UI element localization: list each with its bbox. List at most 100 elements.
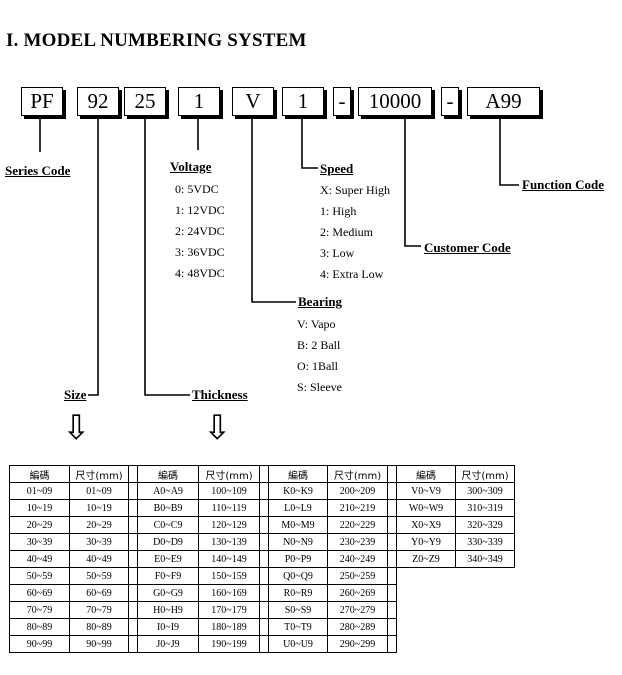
label-bearing: Bearing: [298, 294, 343, 309]
size-cell: 240~249: [327, 550, 388, 568]
table-gap: [259, 618, 269, 636]
table-gap: [128, 584, 138, 602]
empty-cell: [456, 585, 515, 602]
size-cell: 170~179: [198, 601, 260, 619]
table-gap: [387, 567, 397, 585]
size-cell: 50~59: [69, 567, 129, 585]
connector-lines: [39, 118, 519, 396]
size-cell: 60~69: [69, 584, 129, 602]
header-size-mm: 尺寸(mm): [327, 465, 388, 483]
table-gap: [259, 533, 269, 551]
size-cell: 220~229: [327, 516, 388, 534]
empty-cell: [456, 636, 515, 653]
bearing-options: V: Vapo B: 2 Ball O: 1Ball S: Sleeve: [297, 314, 342, 398]
empty-cell: [397, 602, 456, 619]
bearing-option: S: Sleeve: [297, 380, 342, 394]
code-cell: 10~19: [9, 499, 70, 517]
code-cell: D0~D9: [137, 533, 199, 551]
table-gap: [128, 635, 138, 653]
table-gap: [128, 601, 138, 619]
table-gap: [128, 533, 138, 551]
empty-cell: [456, 602, 515, 619]
speed-options: X: Super High 1: High 2: Medium 3: Low 4…: [320, 180, 390, 285]
header-code: 編碼: [268, 465, 328, 483]
code-cell: 50~59: [9, 567, 70, 585]
table-gap: [128, 465, 138, 483]
empty-cell: [397, 619, 456, 636]
empty-cell: [456, 619, 515, 636]
table-gap: [128, 482, 138, 500]
code-box-function: A99: [467, 87, 540, 116]
table-gap: [259, 601, 269, 619]
code-cell: K0~K9: [268, 482, 328, 500]
code-cell: U0~U9: [268, 635, 328, 653]
voltage-option: 2: 24VDC: [175, 224, 225, 238]
empty-cell: [456, 568, 515, 585]
code-cell: 90~99: [9, 635, 70, 653]
code-cell: B0~B9: [137, 499, 199, 517]
code-cell: G0~G9: [137, 584, 199, 602]
voltage-option: 3: 36VDC: [175, 245, 225, 259]
table-gap: [128, 618, 138, 636]
bearing-option: B: 2 Ball: [297, 338, 341, 352]
size-cell: 320~329: [455, 516, 515, 534]
speed-option: X: Super High: [320, 183, 390, 197]
code-box-dash-2: -: [441, 87, 459, 116]
table-gap: [259, 584, 269, 602]
table-gap: [387, 635, 397, 653]
size-cell: 130~139: [198, 533, 260, 551]
code-cell: 70~79: [9, 601, 70, 619]
table-gap: [128, 550, 138, 568]
header-code: 編碼: [9, 465, 70, 483]
size-cell: 300~309: [455, 482, 515, 500]
speed-option: 3: Low: [320, 246, 355, 260]
size-code-table: 編碼 尺寸(mm) 編碼 尺寸(mm) 編碼 尺寸(mm) 編碼 尺寸(mm) …: [9, 465, 515, 653]
size-cell: 140~149: [198, 550, 260, 568]
size-cell: 120~129: [198, 516, 260, 534]
code-cell: 30~39: [9, 533, 70, 551]
table-gap: [387, 584, 397, 602]
speed-option: 2: Medium: [320, 225, 373, 239]
header-size-mm: 尺寸(mm): [455, 465, 515, 483]
code-cell: Q0~Q9: [268, 567, 328, 585]
code-cell: H0~H9: [137, 601, 199, 619]
table-gap: [387, 516, 397, 534]
table-header-row: 編碼 尺寸(mm) 編碼 尺寸(mm) 編碼 尺寸(mm) 編碼 尺寸(mm): [9, 465, 515, 483]
code-box-size: 92: [77, 87, 119, 116]
table-gap: [387, 533, 397, 551]
table-gap: [387, 618, 397, 636]
size-cell: 100~109: [198, 482, 260, 500]
size-cell: 340~349: [455, 550, 515, 568]
code-box-dash-1: -: [333, 87, 351, 116]
code-cell: 40~49: [9, 550, 70, 568]
code-cell: 01~09: [9, 482, 70, 500]
speed-option: 1: High: [320, 204, 357, 218]
size-cell: 330~339: [455, 533, 515, 551]
size-cell: 70~79: [69, 601, 129, 619]
code-cell: Y0~Y9: [396, 533, 456, 551]
header-size-mm: 尺寸(mm): [198, 465, 260, 483]
table-gap: [128, 499, 138, 517]
table-gap: [259, 482, 269, 500]
table-gap: [387, 550, 397, 568]
size-cell: 150~159: [198, 567, 260, 585]
code-cell: 80~89: [9, 618, 70, 636]
bearing-option: O: 1Ball: [297, 359, 338, 373]
voltage-option: 0: 5VDC: [175, 182, 219, 196]
size-cell: 160~169: [198, 584, 260, 602]
label-voltage: Voltage: [170, 159, 212, 174]
size-cell: 290~299: [327, 635, 388, 653]
label-series-code: Series Code: [5, 163, 71, 178]
code-cell: S0~S9: [268, 601, 328, 619]
size-cell: 10~19: [69, 499, 129, 517]
size-cell: 250~259: [327, 567, 388, 585]
size-cell: 90~99: [69, 635, 129, 653]
empty-cell: [397, 585, 456, 602]
size-cell: 200~209: [327, 482, 388, 500]
table-gap: [259, 516, 269, 534]
